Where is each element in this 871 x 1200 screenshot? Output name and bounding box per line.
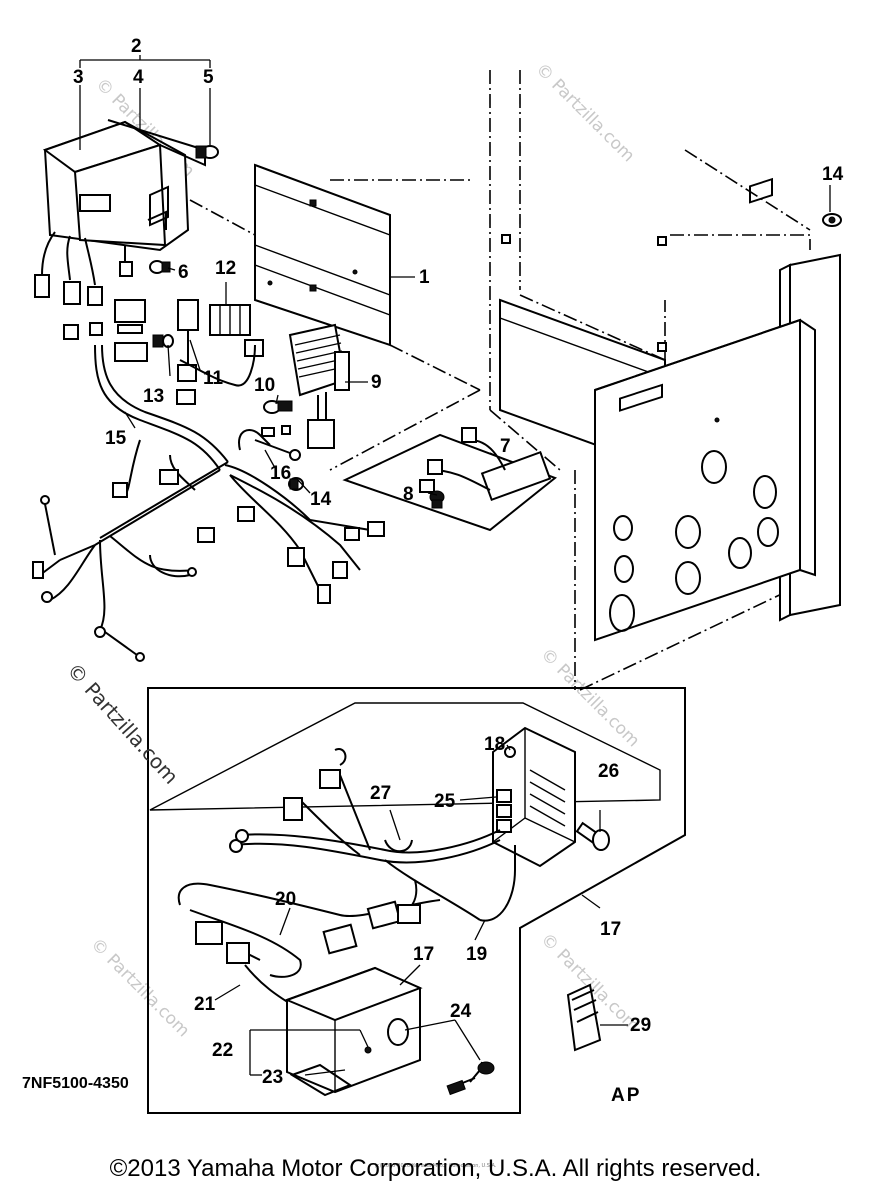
callout-14a: 14: [822, 164, 844, 185]
callout-2: 2: [131, 36, 142, 57]
bolt-part-14b: [288, 477, 304, 491]
callout-9: 9: [371, 372, 382, 393]
callout-10: 10: [254, 375, 275, 396]
terminal-part-16: [238, 425, 301, 461]
diagram-code: 7NF5100-4350: [22, 1075, 129, 1092]
leader-lines: [79, 55, 831, 1076]
callout-22: 21: [194, 994, 216, 1015]
callout-7: 7: [500, 436, 511, 457]
callout-29: 29: [630, 1015, 651, 1036]
callout-25: 24: [450, 1001, 472, 1022]
copyright-line: ©2013 Yamaha Motor Corporation, U.S.A. A…: [109, 1155, 762, 1182]
callout-20: 19: [466, 944, 487, 965]
kit-harness: [177, 748, 516, 1011]
callout-6: 6: [178, 262, 189, 283]
screw-part-27: [575, 821, 610, 851]
callout-11: 11: [203, 368, 224, 389]
callout-21: 20: [275, 889, 296, 910]
bolt-part-6: [149, 260, 171, 274]
bolt-part-5: [195, 145, 219, 159]
switch-part-11: [176, 299, 199, 405]
callout-1: 1: [419, 267, 430, 288]
switch-box-part-18: [284, 966, 423, 1097]
watermark: © Partzilla.com: [86, 934, 193, 1041]
callout-24: 23: [262, 1067, 283, 1088]
small-copyright-note: (c) 2005-2016 Yamaha Motor Corporation, …: [374, 1163, 497, 1169]
callout-26: 25: [434, 791, 456, 812]
connector-small: [63, 322, 264, 362]
bolt-part-10: [263, 400, 293, 414]
callout-13: 13: [143, 386, 164, 407]
control-box-wires: [34, 231, 146, 334]
regulator-part-9: [288, 323, 350, 449]
nut-part-14: [822, 213, 842, 227]
control-unit-part-3: [42, 119, 206, 252]
callout-23: 22: [212, 1040, 233, 1061]
dash-guides: [189, 70, 811, 691]
callout-17: 17: [600, 919, 621, 940]
wire-harness-part-15: [32, 344, 385, 662]
control-panel: [499, 177, 841, 642]
callout-28: 27: [370, 783, 391, 804]
bracket-part-1: [254, 163, 391, 347]
watermark: © Partzilla.com: [531, 59, 638, 166]
callout-27: 26: [598, 761, 619, 782]
bolt-part-13: [152, 334, 174, 348]
callout-14b: 14: [310, 489, 332, 510]
callout-5: 5: [203, 67, 214, 88]
callout-19: 18: [484, 734, 505, 755]
key-part-25: [446, 1061, 495, 1096]
callout-3: 3: [73, 67, 84, 88]
callout-18: 17: [413, 944, 434, 965]
manual-part-29: [566, 983, 602, 1052]
kit-label: AP: [611, 1085, 642, 1106]
terminal-block-part-19: [492, 726, 576, 868]
callout-numbers: 2 3 4 5 14 6 12 1 13 11 9 10 15 7 16 8 1…: [73, 36, 844, 1088]
clip-nuts: [501, 234, 667, 352]
callout-16: 16: [270, 463, 291, 484]
callout-15: 15: [105, 428, 127, 449]
callout-8: 8: [403, 484, 414, 505]
capacitor-part-7: [342, 427, 558, 532]
relay-part-12: [209, 304, 251, 336]
callout-4: 4: [133, 67, 144, 88]
callout-12: 12: [215, 258, 236, 279]
